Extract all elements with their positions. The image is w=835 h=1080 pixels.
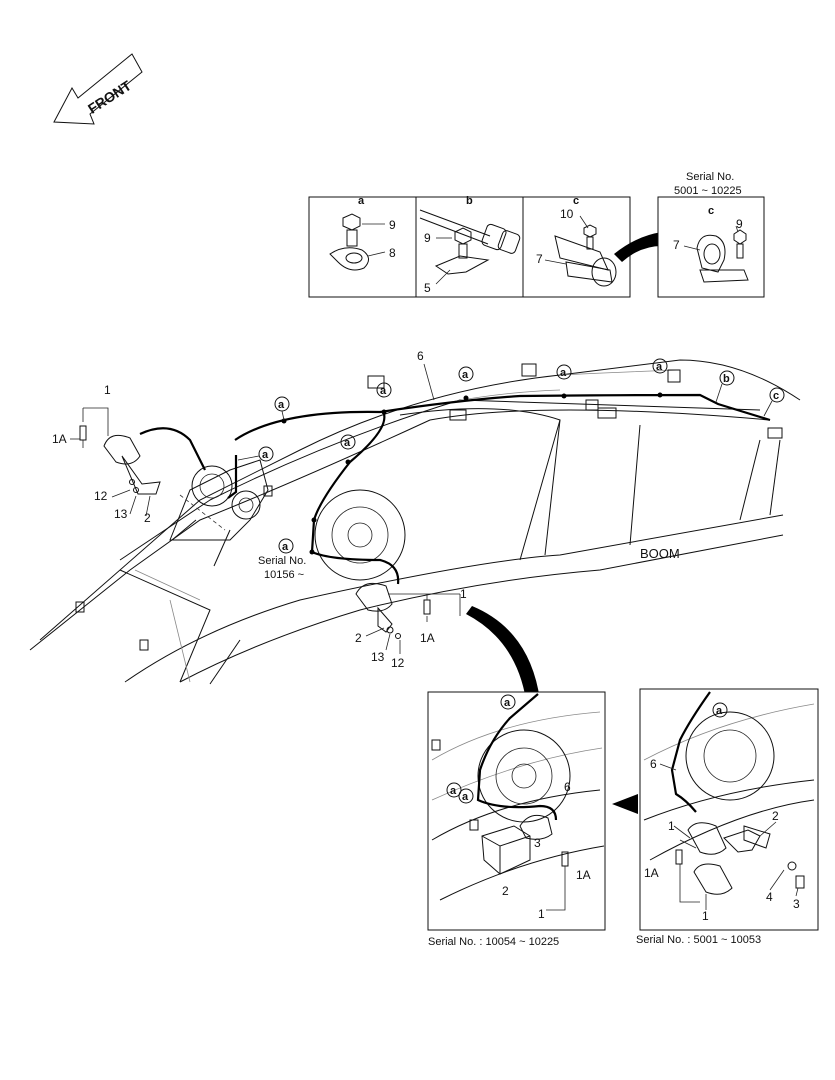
svg-text:a: a bbox=[344, 437, 351, 449]
part-number-3-bl: 3 bbox=[534, 836, 541, 850]
part-number-13-right: 13 bbox=[371, 650, 385, 664]
svg-text:a: a bbox=[716, 705, 723, 717]
detail-pointer-arrow bbox=[614, 232, 662, 262]
part-number-3-br: 3 bbox=[793, 897, 800, 911]
serial-bottom-left: Serial No. : 10054 ~ 10225 bbox=[428, 936, 559, 948]
callout-a-2: a bbox=[237, 446, 274, 462]
callout-a-3: a bbox=[376, 382, 392, 398]
callout-a-bl-3: a bbox=[458, 788, 474, 804]
detail-a-drawing: 9 8 bbox=[329, 213, 396, 271]
detail-b-header: b bbox=[466, 195, 473, 207]
wire-harness bbox=[234, 393, 771, 441]
panel-pointer-arrow bbox=[612, 794, 638, 814]
serial-top-line1: Serial No. bbox=[686, 171, 734, 183]
part-number-10: 10 bbox=[560, 207, 574, 221]
part-number-8: 8 bbox=[389, 246, 396, 260]
svg-text:a: a bbox=[380, 385, 387, 397]
front-arrow: FRONT bbox=[53, 53, 143, 125]
part-number-1-right: 1 bbox=[460, 587, 467, 601]
svg-text:b: b bbox=[723, 373, 730, 385]
detail-c-alt-header: c bbox=[708, 205, 714, 217]
callout-a-5: a bbox=[556, 364, 572, 380]
part-number-2-left: 2 bbox=[144, 511, 151, 525]
work-lamp-left bbox=[70, 407, 161, 517]
part-number-7-c: 7 bbox=[673, 238, 680, 252]
callout-a-4: a bbox=[458, 366, 474, 382]
callout-a-8: a bbox=[278, 538, 294, 554]
callout-a-bl-1: a bbox=[500, 694, 516, 710]
part-number-9: 9 bbox=[389, 218, 396, 232]
serial-top-line2: 5001 ~ 10225 bbox=[674, 185, 742, 197]
part-number-5: 5 bbox=[424, 281, 431, 295]
part-number-1-left: 1 bbox=[104, 383, 111, 397]
svg-text:a: a bbox=[450, 785, 457, 797]
detail-c-header: c bbox=[573, 195, 579, 207]
part-number-6-main: 6 bbox=[417, 349, 424, 363]
part-number-1a-br: 1A bbox=[644, 866, 659, 880]
callout-a-br: a bbox=[712, 702, 728, 718]
part-number-1a-left: 1A bbox=[52, 432, 67, 446]
part-number-12-right: 12 bbox=[391, 656, 405, 670]
part-number-9-c: 9 bbox=[736, 217, 743, 231]
detail-c-drawing: 10 7 bbox=[536, 207, 617, 287]
part-number-2-br: 2 bbox=[772, 809, 779, 823]
part-number-1-br: 1 bbox=[702, 909, 709, 923]
svg-text:a: a bbox=[560, 367, 567, 379]
callout-a-7: a bbox=[340, 434, 356, 450]
detail-bottom-right: a 6 1 1A 2 4 3 1 bbox=[639, 688, 819, 931]
detail-pointer-curve bbox=[466, 606, 540, 700]
part-number-12-left: 12 bbox=[94, 489, 108, 503]
svg-text:a: a bbox=[504, 697, 511, 709]
boom-illustration: 1 1A 12 13 2 1 1A 2 13 12 6 Serial No. 1… bbox=[29, 349, 801, 700]
svg-text:c: c bbox=[773, 390, 779, 402]
work-lamp-right bbox=[355, 582, 461, 654]
svg-text:a: a bbox=[462, 791, 469, 803]
svg-text:a: a bbox=[282, 541, 289, 553]
part-number-2-right: 2 bbox=[355, 631, 362, 645]
part-number-1a-right: 1A bbox=[420, 631, 435, 645]
part-number-9-b: 9 bbox=[424, 231, 431, 245]
detail-a-header: a bbox=[358, 195, 365, 207]
svg-text:a: a bbox=[656, 361, 663, 373]
callout-a-1: a bbox=[274, 396, 290, 421]
callout-c: c bbox=[763, 387, 785, 417]
serial-bottom-right: Serial No. : 5001 ~ 10053 bbox=[636, 934, 761, 946]
part-number-6-bl: 6 bbox=[564, 780, 571, 794]
boom-label: BOOM bbox=[640, 546, 680, 561]
part-number-13-left: 13 bbox=[114, 507, 128, 521]
serial-mid-line2: 10156 ~ bbox=[264, 569, 304, 581]
part-number-6-br: 6 bbox=[650, 757, 657, 771]
svg-text:a: a bbox=[462, 369, 469, 381]
part-number-1-br-top: 1 bbox=[668, 819, 675, 833]
callout-b: b bbox=[715, 370, 735, 403]
part-number-1-bl: 1 bbox=[538, 907, 545, 921]
part-number-1a-bl: 1A bbox=[576, 868, 591, 882]
detail-panels-top: a b c 9 8 9 5 bbox=[308, 171, 765, 298]
part-number-7: 7 bbox=[536, 252, 543, 266]
detail-bottom-left: a a a 6 3 2 1A 1 bbox=[427, 691, 606, 931]
front-label: FRONT bbox=[85, 77, 135, 117]
part-number-4-br: 4 bbox=[766, 890, 773, 904]
detail-b-drawing: 9 5 bbox=[419, 209, 521, 295]
serial-mid-line1: Serial No. bbox=[258, 555, 306, 567]
callout-a-6: a bbox=[652, 358, 668, 374]
callout-a-bl-2: a bbox=[446, 782, 462, 798]
svg-text:a: a bbox=[278, 399, 285, 411]
detail-c-alt-drawing: 9 7 bbox=[673, 217, 749, 283]
part-number-2-bl: 2 bbox=[502, 884, 509, 898]
svg-text:a: a bbox=[262, 449, 269, 461]
